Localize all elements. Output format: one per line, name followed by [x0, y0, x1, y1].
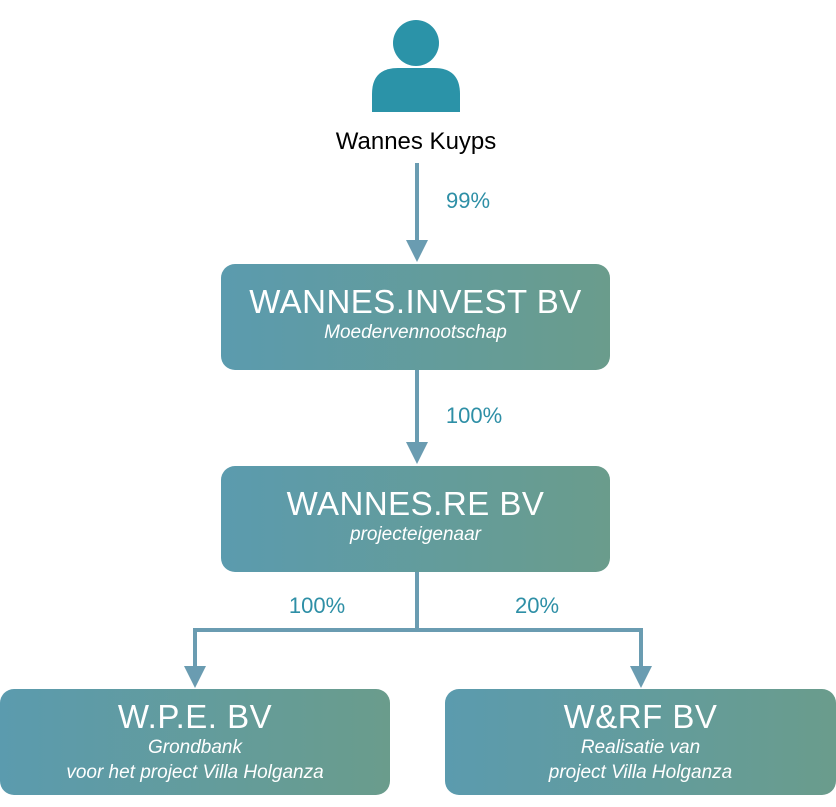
entity-subtitle-line1: Grondbank [147, 737, 242, 758]
person-name: Wannes Kuyps [335, 128, 497, 155]
entity-box-wpe: W.P.E. BV Grondbank voor het project Vil… [0, 689, 390, 795]
entity-subtitle: projecteigenaar [350, 524, 481, 545]
person-icon [372, 20, 460, 112]
entity-subtitle-line1: Realisatie van [580, 737, 701, 758]
entity-subtitle: Moedervennootschap [324, 322, 507, 343]
entity-subtitle-line2: project Villa Holganza [548, 762, 733, 783]
entity-subtitle-line2: voor het project Villa Holganza [66, 762, 324, 783]
ownership-re-wrf: 20% [514, 593, 560, 618]
ownership-re-wpe: 100% [288, 593, 346, 618]
entity-title: WANNES.INVEST BV [249, 283, 582, 320]
arrowhead-wrf [630, 666, 652, 688]
entity-title: W&RF BV [563, 698, 718, 735]
entity-title: WANNES.RE BV [286, 485, 545, 522]
entity-box-wrf: W&RF BV Realisatie van project Villa Hol… [445, 689, 836, 795]
entity-box-re: WANNES.RE BV projecteigenaar [221, 466, 610, 572]
arrowhead-re [406, 442, 428, 464]
ownership-person-invest: 99% [445, 188, 491, 213]
entity-title: W.P.E. BV [117, 698, 273, 735]
arrowhead-invest [406, 240, 428, 262]
connector-re-branch [193, 628, 643, 668]
entity-box-invest: WANNES.INVEST BV Moedervennootschap [221, 264, 610, 370]
arrowhead-wpe [184, 666, 206, 688]
ownership-invest-re: 100% [445, 403, 503, 428]
